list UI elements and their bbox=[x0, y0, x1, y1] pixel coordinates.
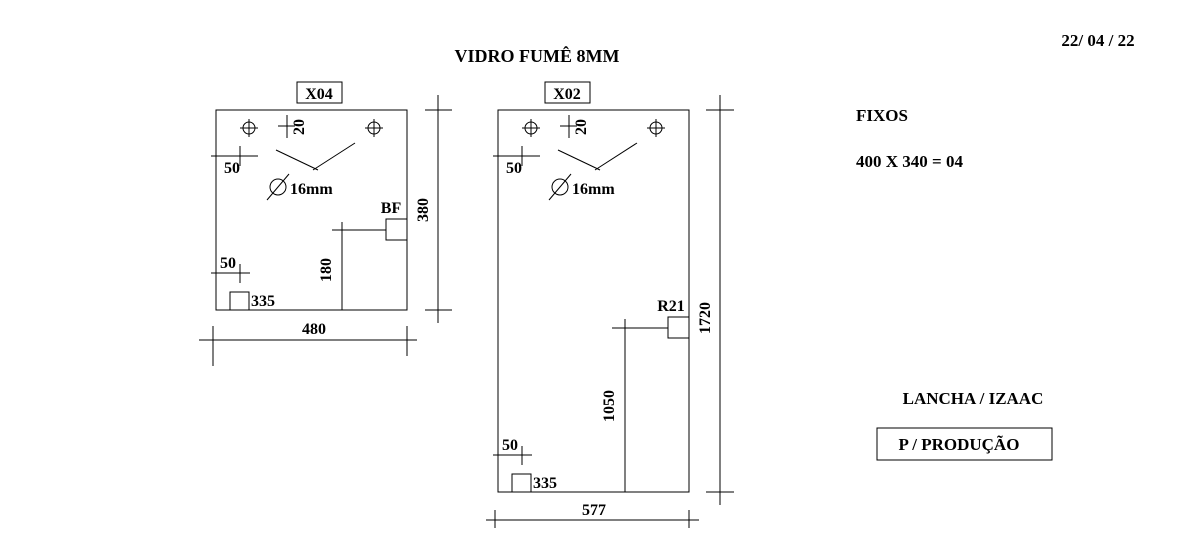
piece-x02-width: 577 bbox=[582, 502, 606, 519]
piece-x04-cutout-box bbox=[385, 218, 408, 241]
piece-x04-hole-right bbox=[365, 119, 383, 137]
piece-x04-hole-left bbox=[240, 119, 258, 137]
piece-x04-corner-width: 335 bbox=[251, 293, 275, 310]
piece-x04-height: 380 bbox=[415, 198, 432, 222]
piece-x04-cutout-height: 180 bbox=[318, 258, 335, 282]
piece-x02-cutout-height: 1050 bbox=[601, 390, 618, 422]
fixed-spec: 400 X 340 = 04 bbox=[856, 152, 963, 171]
piece-x02-corner-offset: 50 bbox=[502, 437, 518, 454]
piece-x04-hole-margin-label: 50 bbox=[224, 160, 240, 177]
glass-piece-x02: X02 20 50 16mm R21 1050 bbox=[486, 81, 734, 528]
piece-x02-hole-offset-label: 20 bbox=[573, 119, 590, 135]
piece-x04-diameter-icon bbox=[266, 173, 290, 201]
piece-x02-tag: X02 bbox=[553, 86, 581, 103]
piece-x04-hole-offset-label: 20 bbox=[291, 119, 308, 135]
piece-x02-cutout-label: R21 bbox=[657, 298, 685, 315]
piece-x02-diameter-icon bbox=[548, 173, 572, 201]
piece-x02-hole-margin-label: 50 bbox=[506, 160, 522, 177]
piece-x04-outline bbox=[215, 109, 408, 311]
client-label: LANCHA / IZAAC bbox=[903, 389, 1044, 408]
piece-x02-corner-notch bbox=[511, 473, 532, 493]
piece-x04-tag: X04 bbox=[305, 86, 333, 103]
purpose-label: P / PRODUÇÃO bbox=[899, 435, 1020, 454]
piece-x02-corner-width: 335 bbox=[533, 475, 557, 492]
piece-x04-width: 480 bbox=[302, 321, 326, 338]
piece-x02-outline bbox=[497, 109, 690, 493]
purpose-box bbox=[876, 427, 1053, 461]
piece-x04-corner-notch bbox=[229, 291, 250, 311]
drawing-date: 22/ 04 / 22 bbox=[1061, 31, 1134, 50]
piece-x04-tag-box bbox=[296, 81, 343, 104]
piece-x04-cutout-label: BF bbox=[381, 200, 402, 217]
drawing-title: VIDRO FUMÊ 8MM bbox=[455, 45, 620, 66]
glass-piece-x04: X04 20 50 16mm BF bbox=[199, 81, 452, 366]
fixed-title: FIXOS bbox=[856, 106, 908, 125]
piece-x02-hole-right bbox=[647, 119, 665, 137]
piece-x02-cutout-box bbox=[667, 316, 690, 339]
piece-x02-hole-diameter: 16mm bbox=[572, 181, 615, 198]
piece-x02-height: 1720 bbox=[697, 302, 714, 334]
piece-x04-hole-diameter: 16mm bbox=[290, 181, 333, 198]
piece-x02-hole-left bbox=[522, 119, 540, 137]
piece-x04-corner-offset: 50 bbox=[220, 255, 236, 272]
piece-x02-tag-box bbox=[544, 81, 591, 104]
